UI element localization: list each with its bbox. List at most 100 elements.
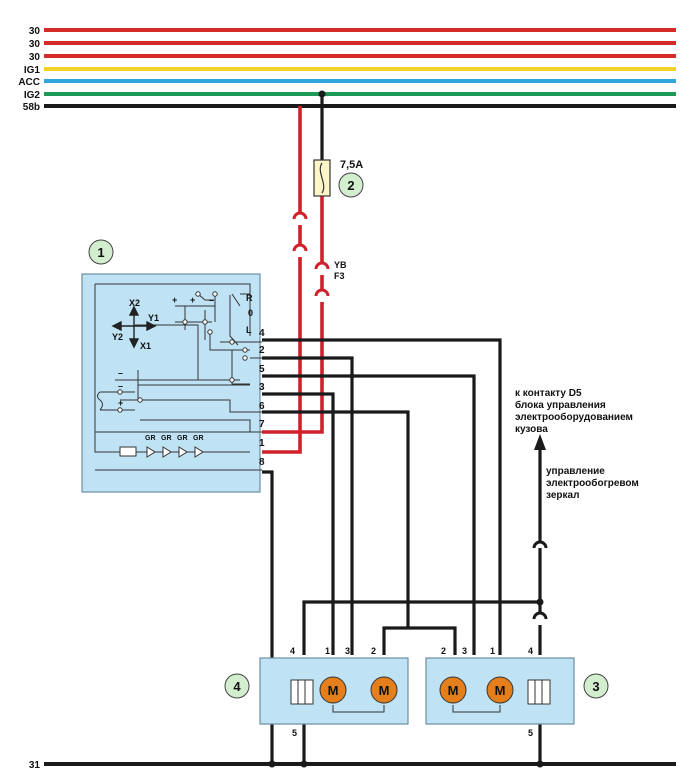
motor-symbol: M [379,683,390,698]
junction-dot [536,598,544,606]
joystick-label-y1: Y1 [148,313,159,323]
internal-trace [184,306,206,340]
right-heater-element [527,679,551,705]
fuse-marker-callout: 2 [338,172,364,198]
right-mirror-module: M M 2 3 1 4 5 3 [425,646,609,738]
bus-label: IG1 [24,65,41,76]
led-label: GR [145,435,156,442]
signal-arrow-up-icon [534,434,546,450]
internal-trace [140,419,251,432]
right-mirror-pin: 5 [528,728,533,738]
wire-pin3 [262,392,335,655]
red-wire-illumination [262,106,302,454]
right-motor-2 [486,676,514,704]
left-heater-element [290,679,314,705]
joystick-label-x2: X2 [129,298,140,308]
wire-pin6 [262,410,457,655]
arrow-head-down [128,338,140,349]
contact-dot [229,377,235,383]
internal-trace [197,293,214,301]
internal-trace [137,370,250,400]
callout-circle [583,673,609,699]
polarity-label: – [118,381,123,391]
right-mirror-pin: 4 [528,646,533,656]
motor-symbol: M [448,683,459,698]
mirror-switch-module: 1 [81,239,265,493]
joystick-label-y2: Y2 [112,332,123,342]
junction-dot [536,760,544,768]
led-row [146,446,204,458]
annotation-line: электрооборудованием [515,411,633,423]
switch-callout: 1 [88,239,114,265]
fuse: 7,5A YB F3 [313,159,363,281]
selector-label-r: R [246,293,253,303]
contact-dot [212,291,218,297]
led-label: GR [177,435,188,442]
selector-label-l: L [246,325,252,335]
left-motor-2 [370,676,398,704]
fuse-location-1: YB [334,260,347,270]
switch-pin-label: 1 [259,438,265,449]
bus-label: IG2 [24,90,41,101]
contact-dot [242,355,248,361]
led-label: GR [193,435,204,442]
polarity-label: – [209,295,214,305]
bus-label: 58b [23,102,40,113]
left-mirror-pin: 2 [371,646,376,656]
right-mirror-pin: 3 [462,646,467,656]
left-mirror-module: M M 4 1 3 2 5 4 [224,646,409,738]
internal-trace [231,293,241,307]
wire-bridge [532,611,548,620]
left-motor-1 [319,676,347,704]
bus-labels: 30 30 30 IG1 ACC IG2 58b [18,26,40,113]
joystick-arrows [111,305,157,349]
ground-bus-label: 31 [29,760,41,771]
switch-pin-label: 8 [259,457,265,468]
bus-label: ACC [18,77,40,88]
wire-pin4 [262,338,502,655]
contact-dot [202,319,208,325]
polarity-label: – [118,368,123,378]
switch-pin-label: 7 [259,419,265,430]
wire-bridge [314,261,330,270]
junction-dot [300,760,308,768]
motor-symbol: M [495,683,506,698]
junction-dot [268,760,276,768]
junction-dot [318,90,326,98]
joystick-label-x1: X1 [140,341,151,351]
right-motor-1 [439,676,467,704]
fuse-element [319,162,325,194]
polarity-label: + [172,295,177,305]
left-mirror-pin: 3 [345,646,350,656]
left-motor-ground [332,705,385,713]
harness-wires [262,338,542,764]
bus-label: 30 [29,52,41,63]
internal-trace [95,283,251,336]
callout-circle [338,172,364,198]
led-diode [162,446,172,458]
wire-bridge [314,288,330,297]
contact-dot [242,347,248,353]
switch-contacts [117,291,248,413]
callout-circle [88,239,114,265]
right-mirror-pin: 2 [441,646,446,656]
switch-pin-label: 5 [259,364,265,375]
annotation-line: к контакту D5 [515,388,582,399]
wire-bridge [292,211,308,220]
internal-trace [135,324,199,380]
internal-trace [120,399,262,413]
bus-label: 30 [29,39,41,50]
polarity-label: + [118,398,123,408]
annotation-line: зеркал [546,490,579,501]
contact-dot [137,397,143,403]
arrow-head-left [111,320,122,332]
motor-symbol: M [328,683,339,698]
wire-heater-feed [302,540,542,655]
switch-pin-label: 4 [259,328,265,339]
led-label: GR [161,435,172,442]
led-diode [194,446,204,458]
annotation-line: электрообогревом [546,477,639,489]
switch-pin-label: 2 [259,345,265,356]
callout-number: 2 [347,178,354,193]
